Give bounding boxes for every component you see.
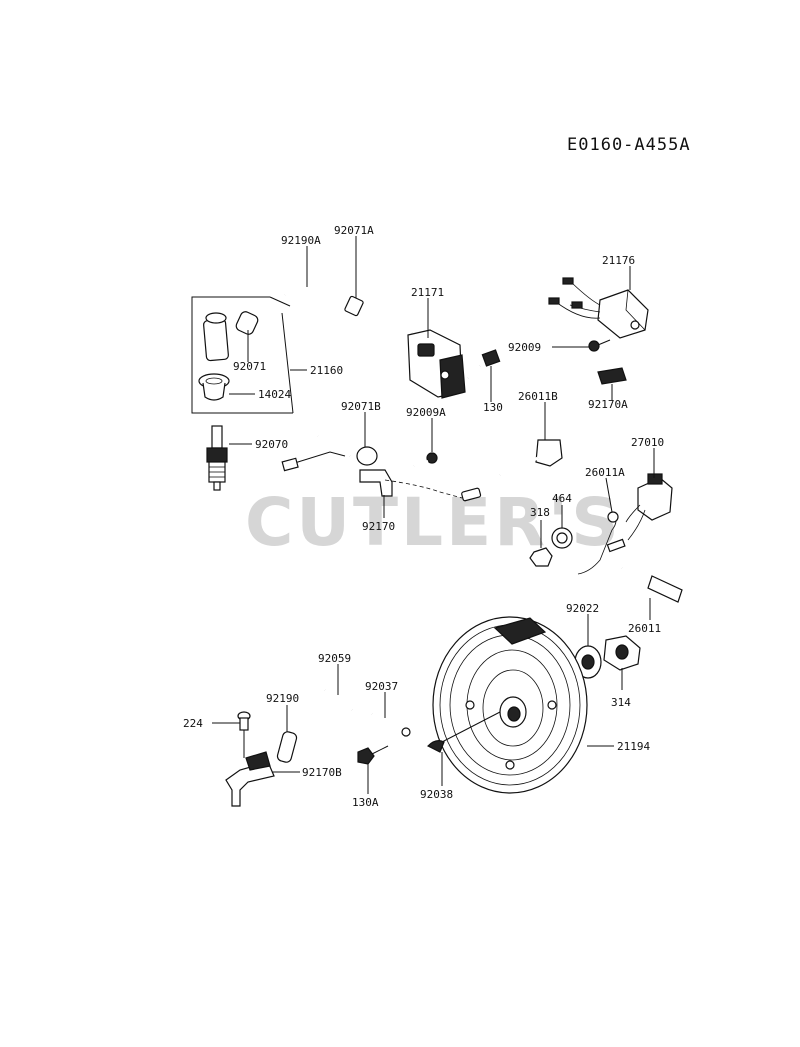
label-26011A: 26011A [585,466,625,479]
label-27010: 27010 [631,436,664,449]
spark-plug-92070 [206,425,228,491]
label-92037: 92037 [365,680,398,693]
stop-switch-27010 [625,473,673,541]
label-92059: 92059 [318,652,351,665]
label-26011B: 26011B [518,390,558,403]
nut-318 [529,547,553,567]
flywheel-21194 [432,616,588,794]
label-21160: 21160 [310,364,343,377]
label-92190: 92190 [266,692,299,705]
leader-lines [212,236,655,794]
key-92038 [426,740,445,753]
clip-92170A [597,367,627,385]
label-464: 464 [552,492,572,505]
label-314: 314 [611,696,631,709]
diagram-code: E0160-A455A [567,135,691,155]
label-92038: 92038 [420,788,453,801]
label-92009: 92009 [508,341,541,354]
label-92170: 92170 [362,520,395,533]
bracket-92170 [359,469,393,497]
watermark-text: CUTLER'S [245,484,622,561]
lead-26011 [621,566,683,603]
label-92190A: 92190A [281,234,321,247]
ignition-coil-group [191,283,501,414]
label-92170A: 92170A [588,398,628,411]
pin-92059 [324,688,353,712]
connector-26011B [499,439,563,477]
screw-224 [237,711,251,731]
label-224: 224 [183,717,203,730]
igniter-module-21176 [548,277,649,352]
clamp-92071A [344,295,364,317]
label-92009A: 92009A [406,406,446,419]
part-labels: 92190A 92071A 21171 21176 92071 21160 14… [183,224,664,809]
label-92070: 92070 [255,438,288,451]
bolt-130 [466,349,501,380]
label-92170B: 92170B [302,766,342,779]
label-14024: 14024 [258,388,291,401]
tube-92190 [276,731,298,763]
nut-314 [603,635,641,671]
grommet-92071B [356,446,378,466]
label-92071B: 92071B [341,400,381,413]
label-130A: 130A [352,796,379,809]
label-92071A: 92071A [334,224,374,237]
pin-92037 [371,712,411,737]
label-92071: 92071 [233,360,266,373]
label-26011: 26011 [628,622,661,635]
label-130: 130 [483,401,503,414]
label-21171: 21171 [411,286,444,299]
label-318: 318 [530,506,550,519]
stop-wire-assembly [281,434,482,502]
label-21176: 21176 [602,254,635,267]
label-21194: 21194 [617,740,650,753]
washer-92022 [574,645,602,679]
label-92022: 92022 [566,602,599,615]
part-92071-cap [235,311,259,335]
plug-cap [203,318,229,362]
bolt-130A [357,745,389,765]
callout-box-21160 [191,296,293,414]
